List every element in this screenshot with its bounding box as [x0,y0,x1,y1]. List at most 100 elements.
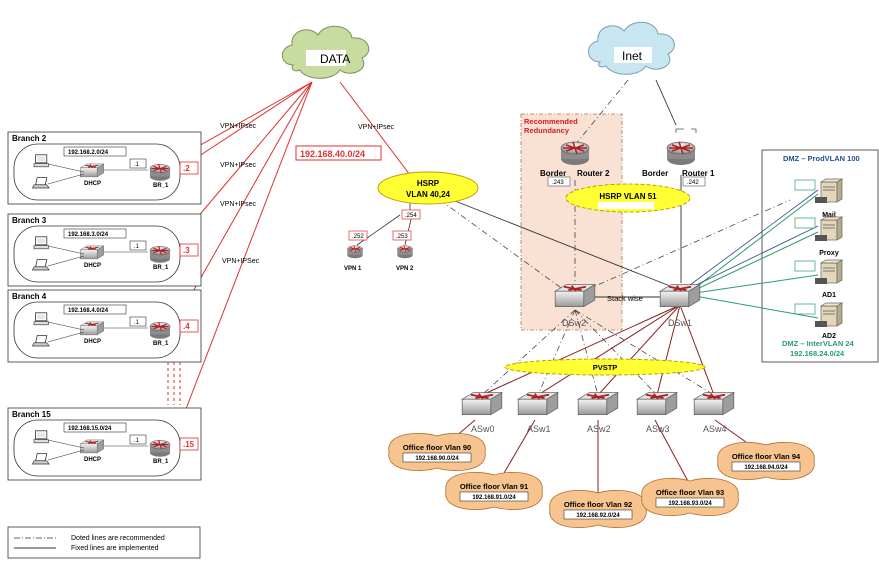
office-floor-name: Office floor Vlan 92 [564,500,632,509]
office-floor-0: Office floor Vlan 90 192.168.90.0/24 [388,433,486,471]
office-floor-name: Office floor Vlan 90 [403,443,471,452]
vpn2-ip: .253 [396,234,408,240]
access-switch-label: ASw0 [471,424,495,434]
office-floor-subnet: 192.168.91.0/24 [472,495,516,501]
office-floor-3: Office floor Vlan 93 192.168.93.0/24 [641,478,739,516]
office-floor-subnet: 192.168.94.0/24 [744,465,788,471]
data-subnet-label: 192.168.40.0/24 [300,149,365,159]
vpn-label-4: VPN+IPSec [222,258,260,265]
dhcp-label: DHCP [84,263,101,269]
access-switch-label: ASw1 [527,424,551,434]
data-cloud: DATA [281,25,370,79]
office-floor-2: Office floor Vlan 92 192.168.92.0/24 [549,490,647,528]
office-floor-1: Office floor Vlan 91 192.168.91.0/24 [445,472,543,510]
dsw1-label: DSw1 [668,318,692,328]
vpn1-name: VPN 1 [344,266,362,272]
branch-subnet: 192.168.2.0/24 [68,150,109,156]
dhcp-label: DHCP [84,181,101,187]
gateway-ip: .1 [134,320,140,326]
hsrp-border-label: HSRP VLAN 51 [599,192,657,201]
dsw2-label: DSw2 [562,318,586,328]
dhcp-switch-icon[interactable] [79,321,105,336]
dmz-server-label: AD1 [822,292,836,299]
vpn2-name: VPN 2 [396,266,414,272]
desktop-icon[interactable] [33,154,49,168]
dmz-server-0[interactable]: Mail [794,178,843,219]
router-label: BR_1 [153,459,169,465]
office-floor-name: Office floor Vlan 91 [460,482,528,491]
data-cloud-label: DATA [320,52,350,66]
access-switch-4[interactable]: ASw4 [693,391,735,434]
vpn-label-2: VPN+IPsec [220,162,256,169]
branch-title: Branch 15 [12,410,51,419]
hsrp-vpn-line1: HSRP [417,179,440,188]
dhcp-switch-icon[interactable] [79,439,105,454]
dhcp-label: DHCP [84,339,101,345]
access-switch-label: ASw4 [703,424,727,434]
border2-label1: Border [540,169,566,178]
dmz-title: DMZ – ProdVLAN 100 [783,154,860,163]
dsw2-icon[interactable] [554,283,596,308]
dmz-inter-title: DMZ – InterVLAN 24 [782,339,855,348]
router-label: BR_1 [153,341,169,347]
hsrp-vpn-line2: VLAN 40,24 [406,190,451,199]
dmz-server-1[interactable]: Proxy [794,216,843,257]
dsw1-icon[interactable] [659,283,701,308]
vpn-vip: .254 [405,213,417,219]
dmz-links-blue [689,189,819,289]
dmz-server-label: Mail [822,212,836,219]
branch-title: Branch 2 [12,134,47,143]
tunnel-ip: .4 [183,322,190,331]
border1-label2: Router 1 [682,169,715,178]
branch-router-icon[interactable] [149,163,171,182]
dhcp-switch-icon[interactable] [79,163,105,178]
legend-box [7,526,201,559]
office-floor-name: Office floor Vlan 93 [656,488,724,497]
border-router-2-icon[interactable] [560,141,590,166]
tunnel-ip: .2 [183,164,190,173]
legend-fixed: Fixed lines are implemented [71,545,159,552]
branch-router-icon[interactable] [149,245,171,264]
dmz-server-2[interactable]: AD1 [794,259,843,299]
border2-label2: Router 2 [577,169,610,178]
access-switch-1[interactable]: ASw1 [517,391,559,434]
recommended-label-1: Recommended [524,117,578,126]
desktop-icon[interactable] [33,236,49,250]
tunnel-ip: .15 [183,440,195,449]
vpn2-router-icon[interactable] [396,245,414,259]
office-floor-subnet: 192.168.92.0/24 [576,513,620,519]
office-floor-4: Office floor Vlan 94 192.168.94.0/24 [717,442,815,480]
hsrp-vpn-ellipse [377,171,479,205]
branch-subnet: 192.168.3.0/24 [68,232,109,238]
tunnel-ip: .3 [183,246,190,255]
access-switch-3[interactable]: ASw3 [636,391,678,434]
vpn1-router-icon[interactable] [346,245,364,259]
legend-dotted: Doted lines are recommended [71,535,165,542]
dmz-inter-subnet: 192.168.24.0/24 [790,349,845,358]
vpn-links [173,81,411,441]
office-floor-name: Office floor Vlan 94 [732,452,801,461]
office-floor-subnet: 192.168.90.0/24 [415,456,459,462]
desktop-icon[interactable] [33,312,49,326]
branch-router-icon[interactable] [149,439,171,458]
vpn-label-3: VPN+IPsec [220,201,256,208]
pvstp-ellipse [504,358,706,376]
branch-router-icon[interactable] [149,321,171,340]
office-floor-subnet: 192.168.93.0/24 [668,501,712,507]
access-uplinks [439,304,761,495]
branch-subnet: 192.168.4.0/24 [68,308,109,314]
dmz-server-3[interactable]: AD2 [794,302,843,340]
access-switch-0[interactable]: ASw0 [461,391,503,434]
dhcp-switch-icon[interactable] [79,245,105,260]
border1-label1: Border [642,169,668,178]
gateway-ip: .1 [134,244,140,250]
border-router-1-icon[interactable] [666,141,696,166]
desktop-icon[interactable] [33,430,49,444]
vpn-label-center: VPN+IPsec [358,124,394,131]
border1-ip: .242 [687,180,699,186]
access-switch-label: ASw2 [587,424,611,434]
access-switch-2[interactable]: ASw2 [577,391,619,434]
